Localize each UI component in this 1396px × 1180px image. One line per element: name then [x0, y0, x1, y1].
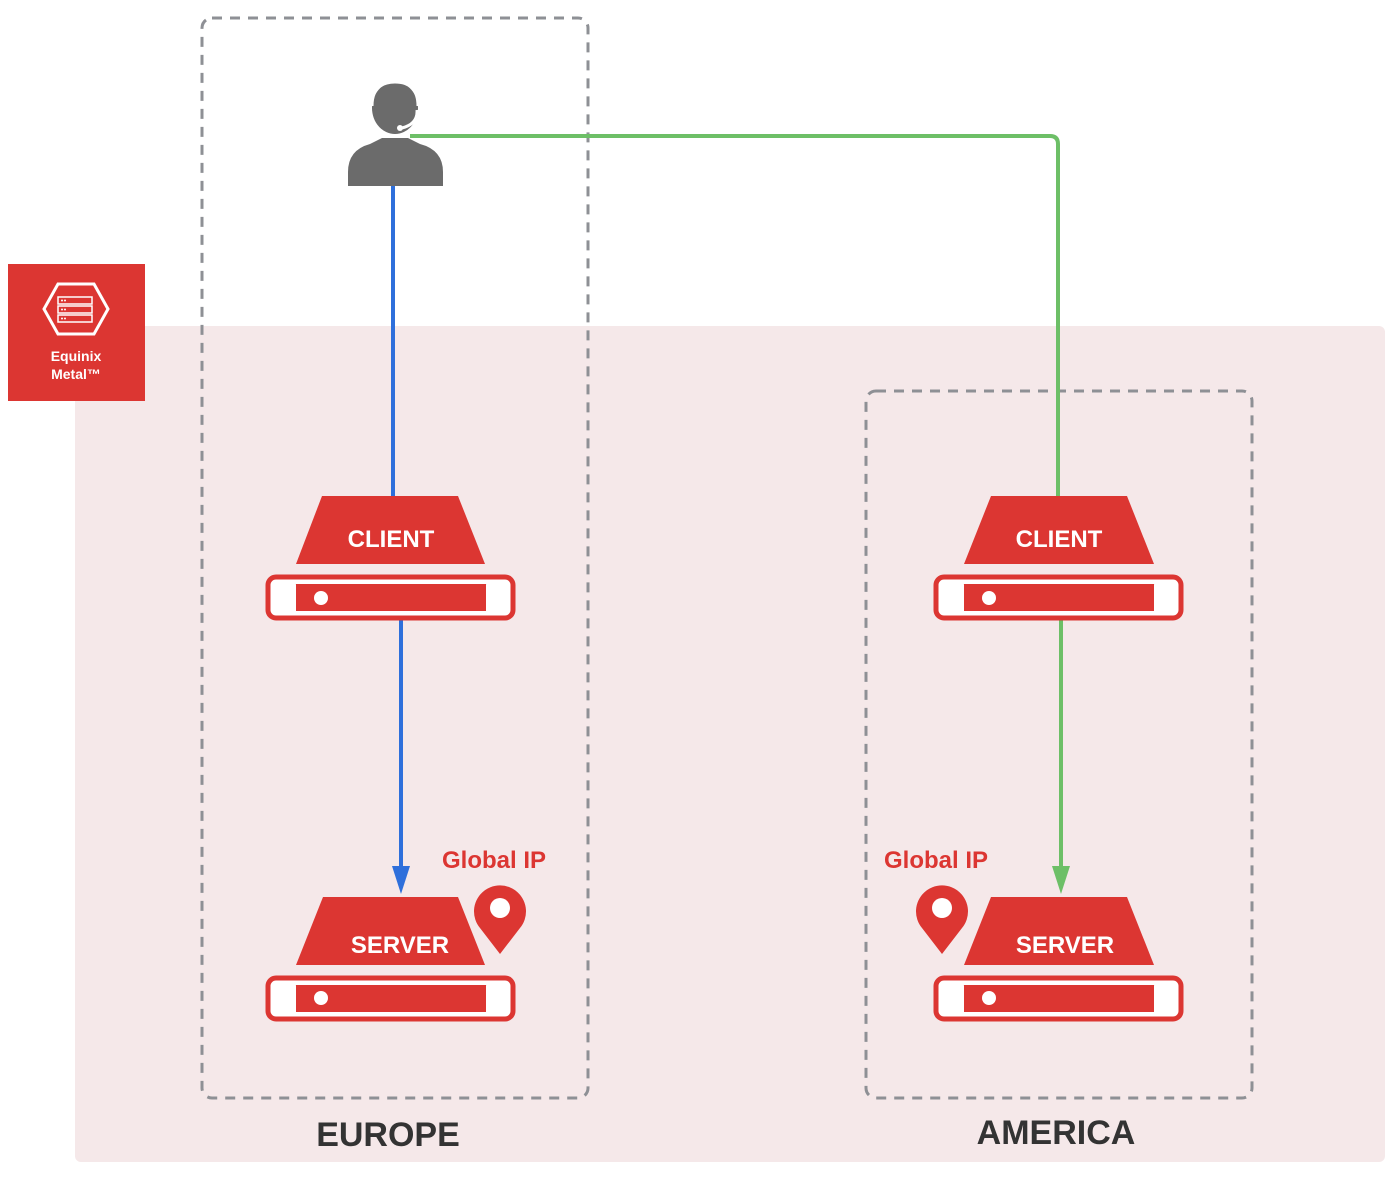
europe-server-label: SERVER: [351, 932, 449, 959]
america-path-line: [410, 134, 1060, 496]
logo-text-line1: Equinix: [51, 348, 102, 364]
logo-text-line2: Metal™: [51, 366, 101, 382]
europe-region-label: EUROPE: [316, 1116, 460, 1154]
user-headset-icon: [348, 80, 443, 186]
europe-arrowhead: [392, 866, 410, 894]
location-pin-icon: [474, 885, 526, 954]
location-pin-icon: [916, 885, 968, 954]
europe-server-node: SERVER: [265, 897, 516, 1022]
europe-global-ip-label: Global IP: [442, 847, 546, 874]
america-global-ip-label: Global IP: [884, 847, 988, 874]
equinix-metal-logo: Equinix Metal™: [8, 264, 145, 401]
america-server-node: SERVER: [933, 897, 1184, 1022]
america-arrowhead: [1052, 866, 1070, 894]
america-client-label: CLIENT: [1016, 526, 1103, 553]
america-server-label: SERVER: [1016, 932, 1114, 959]
america-region-label: AMERICA: [977, 1114, 1136, 1152]
europe-client-label: CLIENT: [348, 526, 435, 553]
equinix-metal-region: [75, 326, 1385, 1162]
europe-client-node: CLIENT: [265, 496, 516, 621]
america-client-node: CLIENT: [933, 496, 1184, 621]
server-stack-icon: [42, 282, 110, 336]
europe-zone-border: [200, 16, 590, 1100]
